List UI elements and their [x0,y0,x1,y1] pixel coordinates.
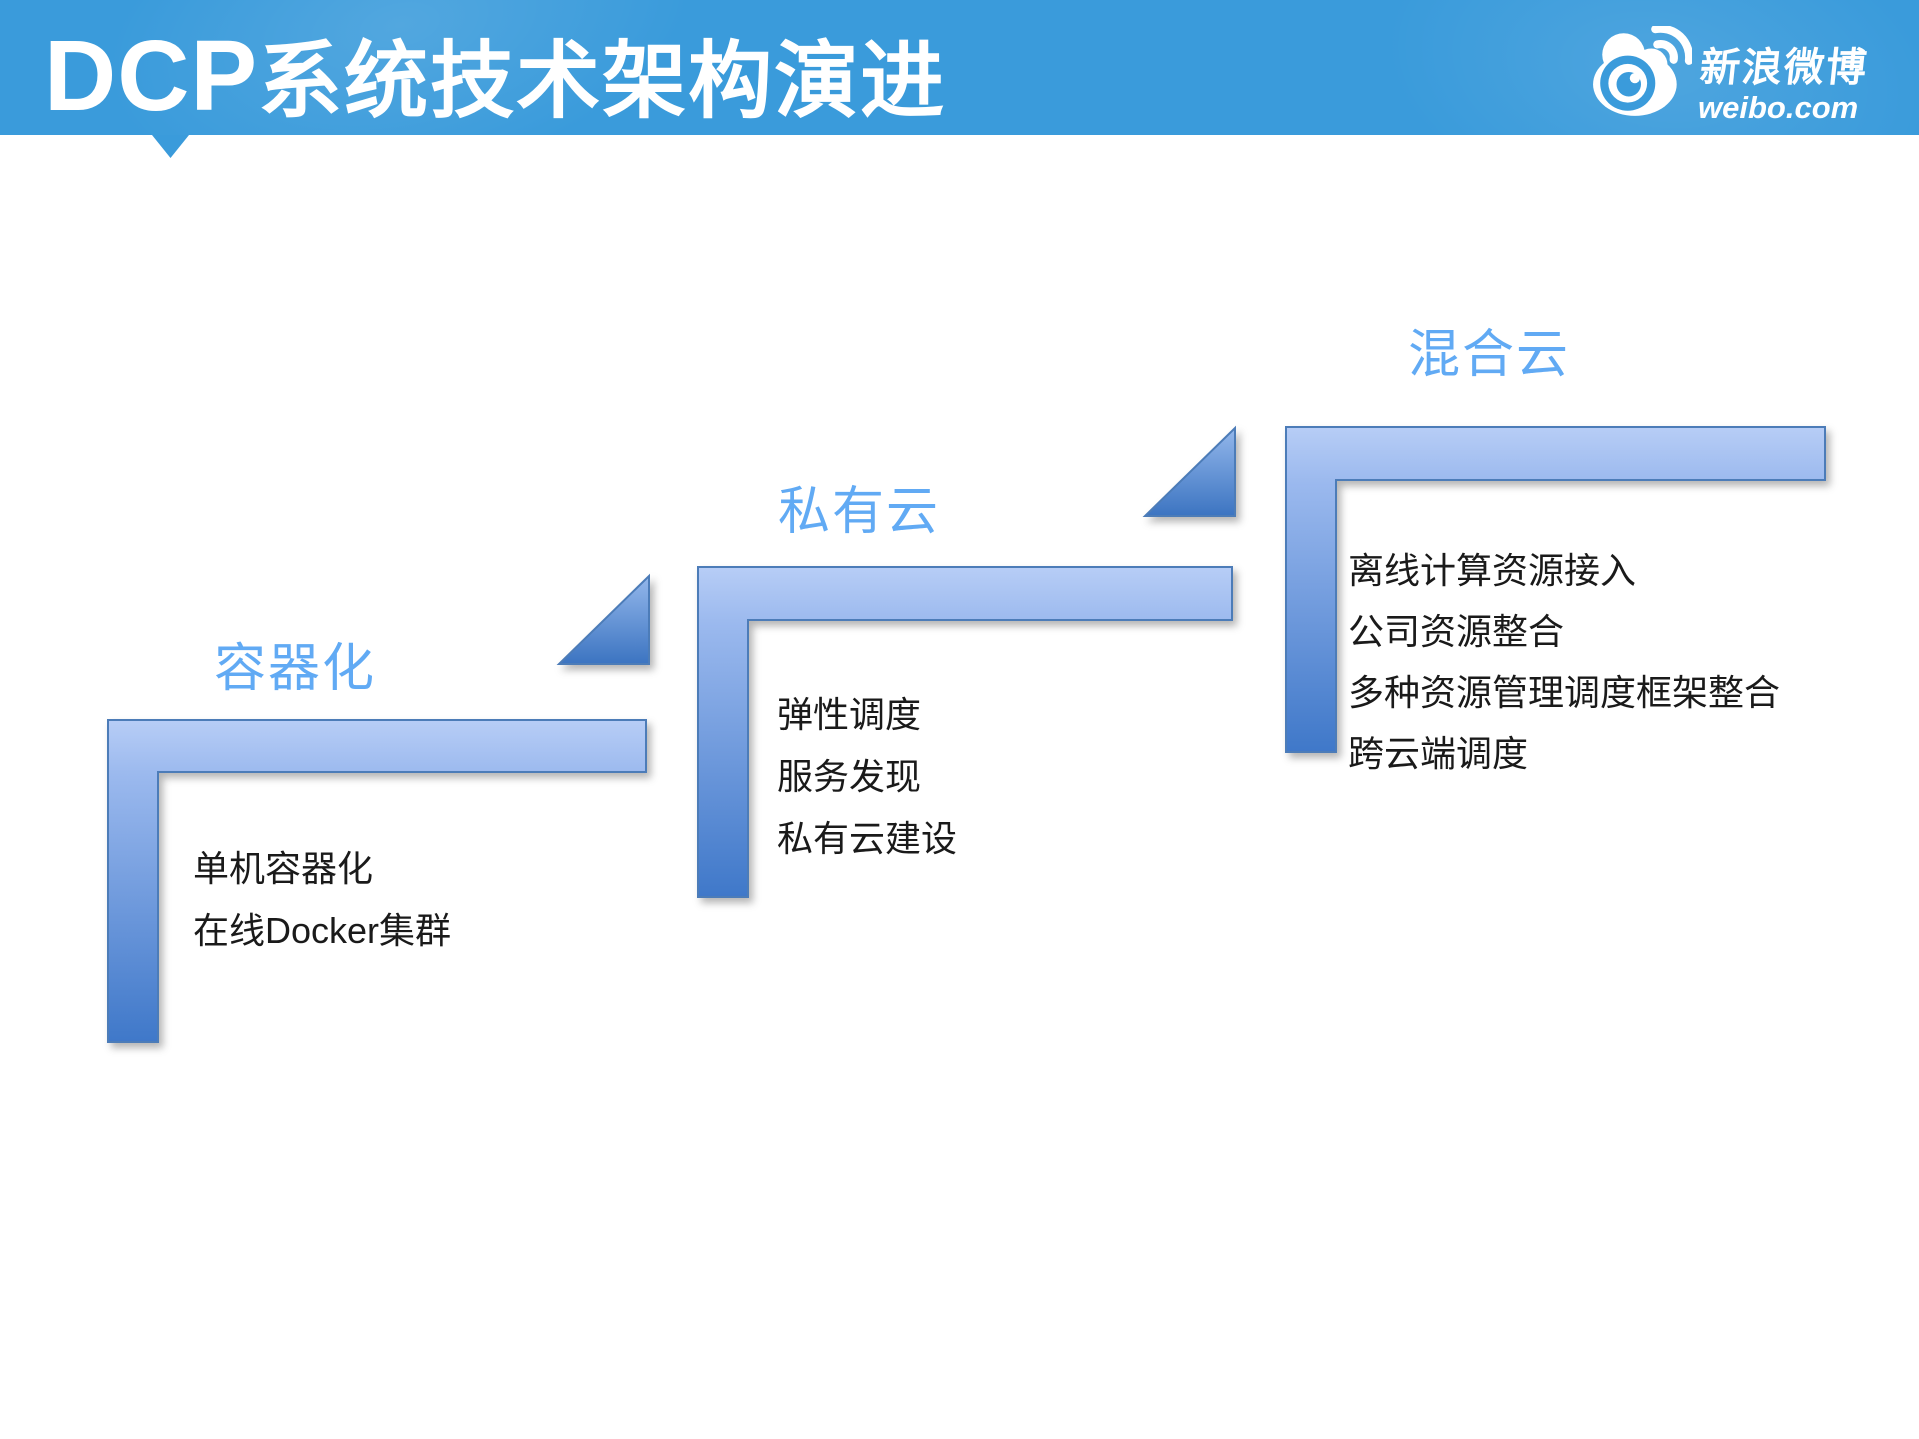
weibo-brand-name: 新浪微博 [1697,46,1871,90]
up-step-arrow-icon [556,573,650,665]
step-shape-hybrid-cloud [1285,426,1826,753]
step-items-hybrid-cloud: 离线计算资源接入 公司资源整合 多种资源管理调度框架整合 跨云端调度 [1348,540,1780,784]
step-label-hybrid-cloud: 混合云 [1408,326,1571,384]
weibo-eye-icon [1593,26,1692,116]
step-item: 公司资源整合 [1348,611,1565,652]
step-item: 私有云建设 [777,818,958,859]
page-title-latin: DCP [44,20,259,132]
step-item: 服务发现 [777,756,922,797]
step-label-containerization: 容器化 [214,640,377,698]
step-item: 跨云端调度 [1348,733,1529,774]
step-items-containerization: 单机容器化 在线Docker集群 [193,838,451,962]
step-item: 离线计算资源接入 [1348,550,1637,591]
weibo-logo: 新浪微博 weibo.com [1590,24,1890,124]
step-label-private-cloud: 私有云 [778,483,941,541]
step-items-private-cloud: 弹性调度 服务发现 私有云建设 [777,684,957,870]
step-shape-containerization [107,719,647,1043]
page-title-cjk: 系统技术架构演进 [258,34,947,128]
step-item: 单机容器化 [193,848,374,889]
step-item: 弹性调度 [777,694,922,735]
weibo-logo-text: 新浪微博 weibo.com [1698,46,1871,125]
up-step-arrow-icon [1142,425,1236,517]
step-item: 在线Docker集群 [193,910,452,951]
step-item: 多种资源管理调度框架整合 [1348,672,1781,713]
step-shape-private-cloud [697,566,1233,898]
weibo-domain: weibo.com [1698,90,1859,125]
header-pointer-tail [152,135,189,158]
